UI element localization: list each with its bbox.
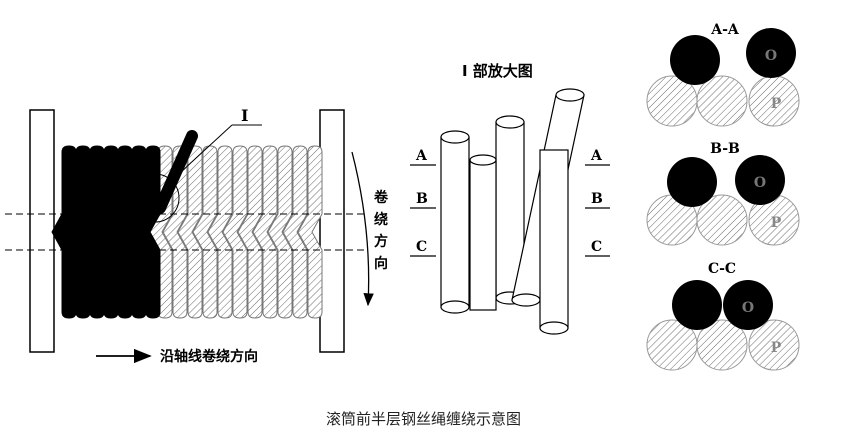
rope-turn-hatched	[162, 145, 188, 319]
section-mark-a-right: A	[590, 148, 603, 164]
detail-circle	[130, 173, 180, 223]
label-o: O	[742, 300, 754, 316]
detail-rope-right	[539, 149, 569, 335]
section-marks-right: A B C	[585, 148, 610, 257]
winding-char-1: 卷	[373, 189, 389, 206]
detail-view: I 部放大图 A	[410, 62, 610, 335]
rope-turn-hatched	[237, 145, 263, 319]
label-o: O	[754, 175, 766, 191]
rope-turn-hatched	[207, 145, 233, 319]
rope-black-o	[746, 28, 796, 78]
rope-turn-black	[135, 145, 161, 319]
label-p: P	[771, 96, 782, 112]
winding-char-4: 向	[374, 255, 388, 272]
rope-hatched	[696, 75, 748, 127]
detail-rope-left	[440, 130, 470, 314]
detail-title: I 部放大图	[462, 62, 533, 80]
label-p: P	[771, 340, 782, 356]
rope-black-o	[723, 280, 773, 330]
section-a-a: A-A O P	[646, 22, 800, 127]
section-mark-c-left: C	[416, 239, 427, 255]
rope-black-o	[735, 155, 785, 205]
right-flange	[319, 109, 345, 353]
label-p: P	[771, 215, 782, 231]
rope-turn-hatched	[282, 145, 308, 319]
rope-turn-hatched	[252, 145, 278, 319]
figure-caption: 滚筒前半层钢丝绳缠绕示意图	[325, 410, 521, 428]
detail-leader	[169, 124, 233, 183]
section-mark-c-right: C	[591, 239, 602, 255]
winding-char-3: 方	[374, 233, 388, 250]
label-o: O	[765, 48, 777, 64]
section-c-c-title: C-C	[708, 261, 736, 277]
section-a-a-title: A-A	[710, 22, 740, 38]
rope-turn-hatched	[222, 145, 248, 319]
section-views: A-A O P B-B O P C-C O	[646, 22, 800, 371]
axial-direction-label: 沿轴线卷绕方向	[160, 348, 258, 365]
drum-view: I 沿轴线卷绕方向 卷 绕 方 向	[5, 106, 389, 365]
section-marks-left: A B C	[410, 148, 436, 257]
section-b-b-title: B-B	[710, 141, 740, 157]
rope-turn-hatched	[267, 145, 293, 319]
section-mark-b-left: B	[416, 191, 428, 207]
rope-black	[670, 35, 720, 85]
rope-hatched	[696, 319, 748, 371]
detail-rope-hidden	[469, 154, 497, 311]
rope-hatched-p	[748, 319, 800, 371]
lower-layer-turns	[51, 145, 161, 319]
section-mark-b-right: B	[591, 191, 603, 207]
rope-turn-hatched	[297, 145, 323, 319]
section-c-c: C-C O P	[646, 261, 800, 371]
rope-black	[672, 280, 722, 330]
rope-lead-in	[154, 130, 198, 214]
left-flange	[29, 109, 55, 353]
rope-hatched	[696, 194, 748, 246]
detail-marker: I	[241, 106, 248, 125]
winding-direction-label: 卷 绕 方 向	[373, 189, 389, 272]
winding-char-2: 绕	[374, 211, 388, 228]
section-b-b: B-B O P	[646, 141, 800, 246]
section-mark-a-left: A	[415, 148, 428, 164]
winding-direction-arrow	[351, 151, 374, 307]
rope-black	[667, 157, 717, 207]
